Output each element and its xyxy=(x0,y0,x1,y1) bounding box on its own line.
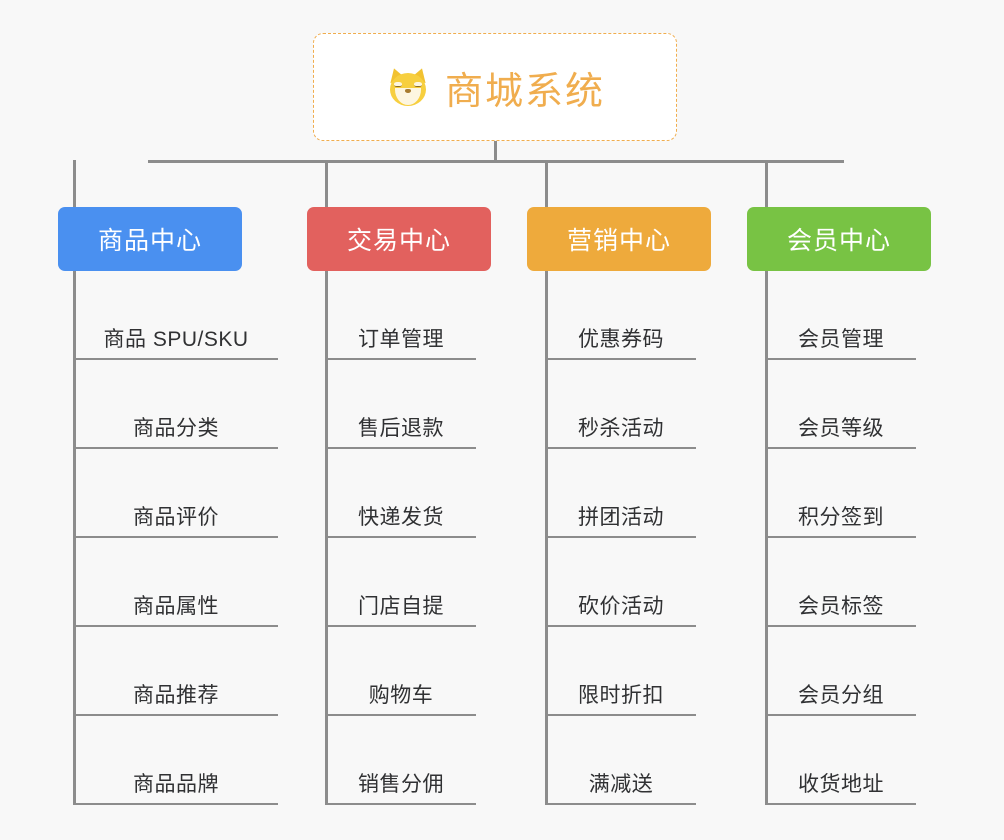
leaf-item[interactable]: 会员标签 xyxy=(766,538,916,627)
category-label: 交易中心 xyxy=(346,227,451,255)
branch-spine xyxy=(73,271,76,805)
connector-drop-4 xyxy=(765,160,768,207)
leaf-item[interactable]: 会员管理 xyxy=(766,271,916,360)
leaf-item[interactable]: 砍价活动 xyxy=(546,538,696,627)
category-label: 商品中心 xyxy=(97,227,202,255)
connector-drop-3 xyxy=(545,160,548,207)
leaf-item-label: 会员标签 xyxy=(798,595,884,618)
leaf-item-label: 会员分组 xyxy=(798,684,884,707)
leaf-item-label: 商品推荐 xyxy=(133,684,219,707)
leaf-item[interactable]: 会员等级 xyxy=(766,360,916,449)
category-box-3[interactable]: 营销中心 xyxy=(527,207,711,271)
shiba-dog-icon xyxy=(385,64,431,110)
leaf-item-label: 会员管理 xyxy=(798,328,884,351)
leaf-item-label: 优惠券码 xyxy=(578,328,664,351)
leaf-item-label: 商品属性 xyxy=(133,595,219,618)
leaf-item[interactable]: 订单管理 xyxy=(326,271,476,360)
leaf-item-label: 销售分佣 xyxy=(358,773,444,796)
root-title: 商城系统 xyxy=(444,70,605,113)
leaf-item[interactable]: 限时折扣 xyxy=(546,627,696,716)
leaf-item-label: 收货地址 xyxy=(798,773,884,796)
leaf-item-label: 门店自提 xyxy=(358,595,444,618)
leaf-item[interactable]: 满减送 xyxy=(546,716,696,805)
root-node[interactable]: 商城系统 xyxy=(313,33,677,141)
category-box-4[interactable]: 会员中心 xyxy=(747,207,931,271)
leaf-item[interactable]: 商品属性 xyxy=(74,538,278,627)
leaf-item[interactable]: 门店自提 xyxy=(326,538,476,627)
leaf-item-label: 秒杀活动 xyxy=(578,417,664,440)
leaf-item[interactable]: 销售分佣 xyxy=(326,716,476,805)
leaf-item-label: 售后退款 xyxy=(358,417,444,440)
leaf-item-label: 订单管理 xyxy=(358,328,444,351)
leaf-item-label: 拼团活动 xyxy=(578,506,664,529)
connector-drop-1 xyxy=(73,160,76,207)
leaf-item[interactable]: 收货地址 xyxy=(766,716,916,805)
branch-spine xyxy=(765,271,768,805)
leaf-item-label: 商品品牌 xyxy=(133,773,219,796)
category-box-2[interactable]: 交易中心 xyxy=(307,207,491,271)
leaf-item-label: 快递发货 xyxy=(358,506,444,529)
category-label: 会员中心 xyxy=(786,227,891,255)
leaf-item[interactable]: 商品 SPU/SKU xyxy=(74,271,278,360)
leaf-item[interactable]: 商品推荐 xyxy=(74,627,278,716)
leaf-item-label: 会员等级 xyxy=(798,417,884,440)
leaf-item-label: 商品评价 xyxy=(133,506,219,529)
leaf-item-label: 购物车 xyxy=(368,684,434,707)
category-box-1[interactable]: 商品中心 xyxy=(58,207,242,271)
branch-spine xyxy=(545,271,548,805)
branch-spine xyxy=(325,271,328,805)
leaf-item-label: 满减送 xyxy=(588,773,654,796)
category-label: 营销中心 xyxy=(566,227,671,255)
leaf-item[interactable]: 拼团活动 xyxy=(546,449,696,538)
leaf-item[interactable]: 快递发货 xyxy=(326,449,476,538)
leaf-item-label: 商品 SPU/SKU xyxy=(103,328,249,351)
leaf-item-label: 积分签到 xyxy=(798,506,884,529)
connector-horizontal-bus xyxy=(148,160,844,163)
leaf-item[interactable]: 优惠券码 xyxy=(546,271,696,360)
leaf-item-label: 限时折扣 xyxy=(578,684,664,707)
connector-drop-2 xyxy=(325,160,328,207)
leaf-item-label: 商品分类 xyxy=(133,417,219,440)
leaf-item[interactable]: 积分签到 xyxy=(766,449,916,538)
leaf-item[interactable]: 商品品牌 xyxy=(74,716,278,805)
leaf-item[interactable]: 秒杀活动 xyxy=(546,360,696,449)
leaf-item-label: 砍价活动 xyxy=(578,595,664,618)
connector-root-stem xyxy=(494,141,497,163)
leaf-item[interactable]: 会员分组 xyxy=(766,627,916,716)
leaf-item[interactable]: 商品评价 xyxy=(74,449,278,538)
leaf-item[interactable]: 商品分类 xyxy=(74,360,278,449)
leaf-item[interactable]: 购物车 xyxy=(326,627,476,716)
leaf-item[interactable]: 售后退款 xyxy=(326,360,476,449)
